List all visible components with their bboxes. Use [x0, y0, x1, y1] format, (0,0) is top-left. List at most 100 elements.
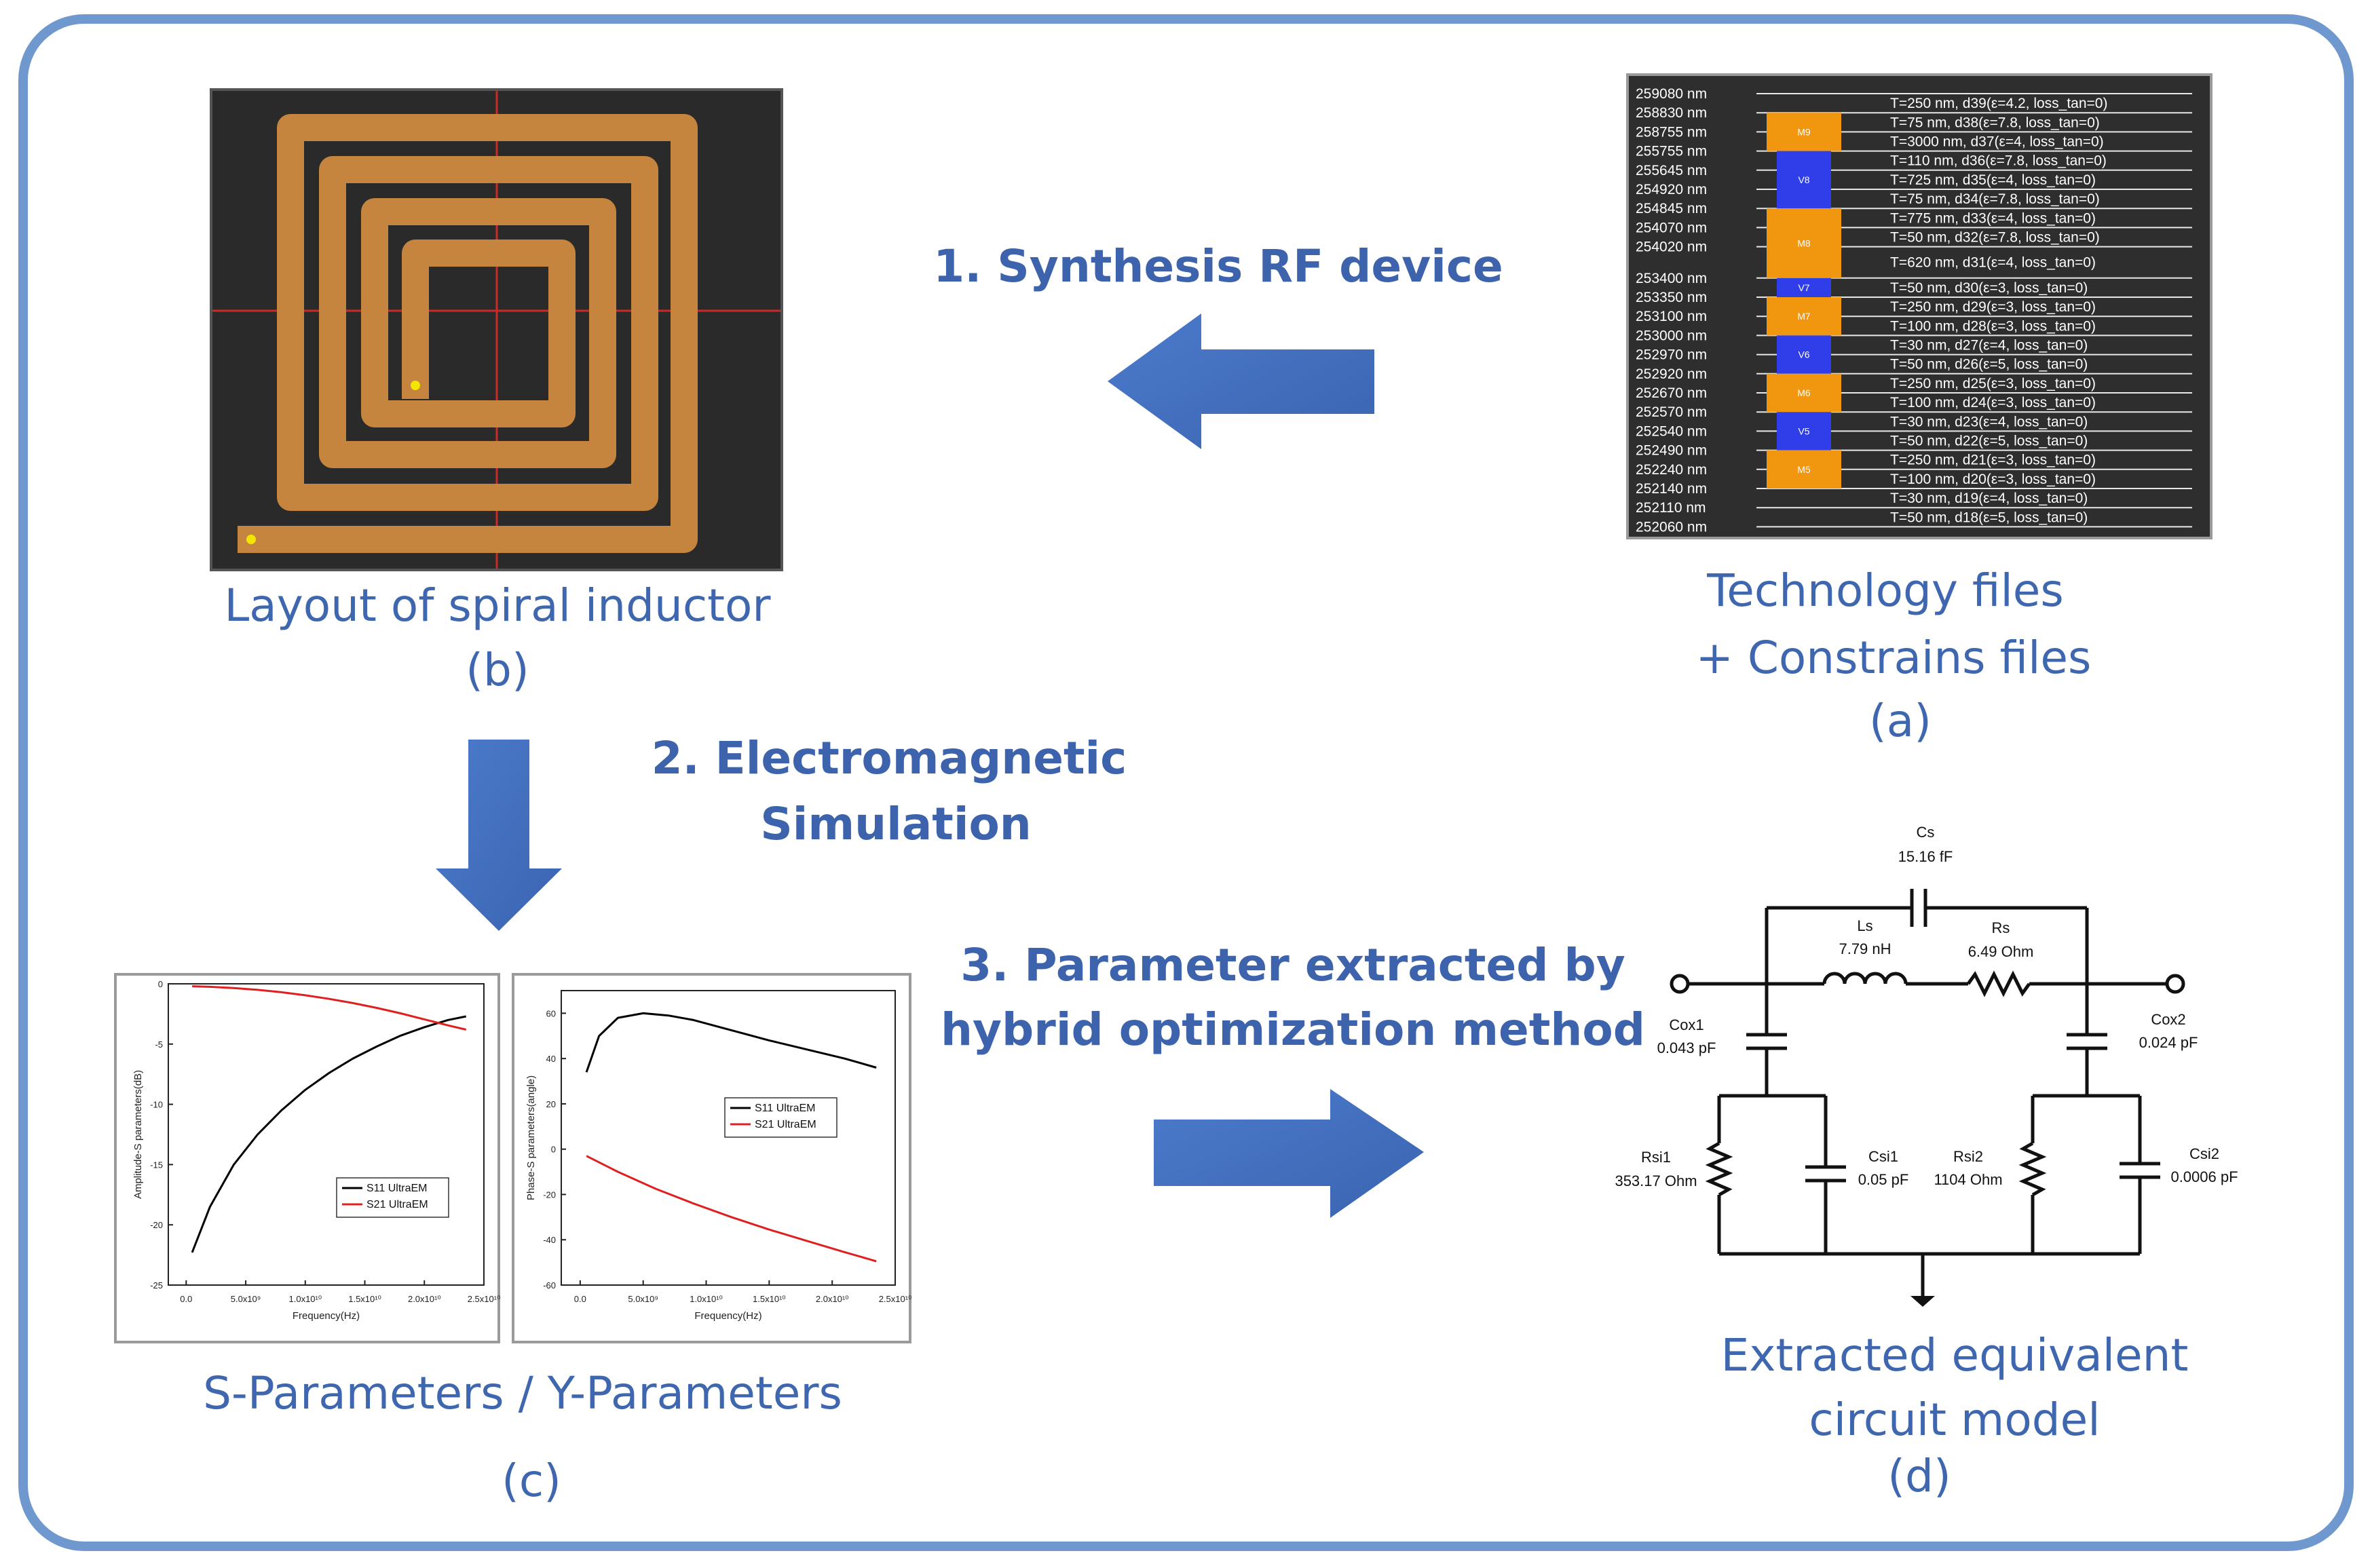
y-tick-label: -60: [543, 1280, 556, 1290]
x-tick-label: 5.0x10⁹: [231, 1294, 261, 1304]
stack-block-v6: [1777, 335, 1831, 374]
stack-level-label: 253400 nm: [1636, 271, 1707, 286]
stack-level-label: 255645 nm: [1636, 163, 1707, 178]
label-csi2-value: 0.0006 pF: [2170, 1168, 2238, 1185]
stack-level-label: 254920 nm: [1636, 182, 1707, 197]
y-tick-label: -15: [150, 1160, 163, 1170]
y-tick-label: 0: [158, 979, 163, 989]
y-tick-label: 40: [546, 1054, 556, 1064]
stack-level-label: 254845 nm: [1636, 201, 1707, 216]
layout-panel: [210, 88, 783, 571]
inductor-ls: [1822, 972, 1908, 984]
y-axis-label: Amplitude-S parameters(dB): [132, 1070, 144, 1199]
x-tick-label: 2.5x10¹⁰: [879, 1294, 912, 1304]
series-line-2: [192, 985, 467, 1031]
stack-layer-label: T=30 nm, d27(ε=4, loss_tan=0): [1890, 338, 2088, 353]
x-tick-label: 1.5x10¹⁰: [348, 1294, 381, 1304]
stack-layer-label: T=50 nm, d22(ε=5, loss_tan=0): [1890, 434, 2088, 449]
x-tick-label: 0.0: [180, 1294, 192, 1304]
stack-level-label: 254070 nm: [1636, 220, 1707, 235]
stack-layer-label: T=620 nm, d31(ε=4, loss_tan=0): [1890, 255, 2096, 271]
caption-layout-line1: Layout of spiral inductor: [224, 579, 771, 632]
legend-label: S21 UltraEM: [366, 1199, 428, 1210]
x-tick-label: 1.0x10¹⁰: [690, 1294, 723, 1304]
label-csi1-value: 0.05 pF: [1858, 1171, 1909, 1188]
legend-box: [336, 1177, 449, 1218]
arrow-left: [1108, 313, 1374, 449]
stack-level-label: 253000 nm: [1636, 328, 1707, 343]
stack-layer-label: T=50 nm, d30(ε=3, loss_tan=0): [1890, 280, 2088, 296]
legend-label: S21 UltraEM: [755, 1119, 816, 1130]
stack-level-label: 254020 nm: [1636, 240, 1707, 255]
stack-layer-label: T=250 nm, d29(ε=3, loss_tan=0): [1890, 299, 2096, 315]
label-csi1-name: Csi1: [1868, 1148, 1898, 1165]
step2-label-line1: 2. Electromagnetic: [652, 732, 1127, 784]
y-tick-label: 20: [546, 1099, 556, 1109]
stack-block-m9: [1767, 113, 1841, 151]
stack-block-v7: [1777, 278, 1831, 297]
plot-area: [168, 983, 485, 1286]
label-rs-value: 6.49 Ohm: [1968, 943, 2034, 960]
stack-layer-label: T=75 nm, d34(ε=7.8, loss_tan=0): [1890, 191, 2100, 207]
caption-layout-tag: (b): [466, 644, 529, 696]
stack-level-label: 252970 nm: [1636, 347, 1707, 363]
stack-block-label: M5: [1797, 464, 1811, 475]
step1-label: 1. Synthesis RF device: [933, 240, 1503, 292]
stack-level-label: 252570 nm: [1636, 404, 1707, 420]
caption-tech-line2: + Constrains files: [1696, 632, 2092, 684]
stack-block-m5: [1767, 450, 1841, 489]
y-tick-label: -20: [543, 1189, 556, 1200]
series-line-2: [586, 1155, 877, 1263]
y-tick-label: -5: [155, 1039, 163, 1050]
stack-level-label: 252490 nm: [1636, 443, 1707, 459]
y-tick-label: 60: [546, 1008, 556, 1018]
stack-level-label: 252060 nm: [1636, 519, 1707, 535]
stack-layer-label: T=75 nm, d38(ε=7.8, loss_tan=0): [1890, 115, 2100, 130]
equivalent-circuit: [1670, 889, 2185, 1307]
port-marker-inner: [411, 381, 420, 390]
x-tick-label: 5.0x10⁹: [628, 1294, 658, 1304]
caption-circuit-line1: Extracted equivalent: [1721, 1329, 2189, 1381]
spiral-trace: [238, 114, 698, 553]
label-cs-value: 15.16 fF: [1898, 848, 1953, 865]
stack-block-m8: [1767, 208, 1841, 278]
y-axis-label: Phase-S parameters(angle): [525, 1075, 537, 1200]
stack-level-label: 255755 nm: [1636, 144, 1707, 159]
stack-block-label: M8: [1797, 238, 1811, 249]
legend-box: [724, 1097, 837, 1138]
stack-layer-label: T=50 nm, d26(ε=5, loss_tan=0): [1890, 357, 2088, 372]
stack-block-label: M9: [1797, 126, 1811, 137]
stack-level-label: 252920 nm: [1636, 366, 1707, 382]
stack-layer-label: T=100 nm, d28(ε=3, loss_tan=0): [1890, 318, 2096, 334]
stack-level-label: 252670 nm: [1636, 385, 1707, 401]
arrow-down: [436, 740, 562, 931]
stack-level-label: 252540 nm: [1636, 423, 1707, 439]
stack-block-label: M6: [1797, 387, 1811, 398]
stack-level-label: 252110 nm: [1636, 500, 1706, 516]
stack-layer-label: T=50 nm, d32(ε=7.8, loss_tan=0): [1890, 230, 2100, 246]
stack-layer-label: T=250 nm, d21(ε=3, loss_tan=0): [1890, 453, 2096, 468]
stack-layer-label: T=30 nm, d19(ε=4, loss_tan=0): [1890, 491, 2088, 506]
stack-level-label: 258755 nm: [1636, 124, 1707, 140]
series-line-1: [585, 1012, 877, 1073]
stack-block-label: V5: [1798, 425, 1809, 436]
stack-block-m6: [1767, 373, 1841, 413]
step2-label-line2: Simulation: [760, 798, 1032, 850]
label-rsi2-name: Rsi2: [1953, 1148, 1983, 1165]
stack-layer-label: T=50 nm, d18(ε=5, loss_tan=0): [1890, 510, 2088, 525]
port-right: [2165, 974, 2185, 994]
stack-level-label: 253350 nm: [1636, 290, 1707, 305]
stack-block-label: M7: [1797, 311, 1811, 322]
x-tick-label: 2.5x10¹⁰: [468, 1294, 501, 1304]
stack-block-v5: [1777, 412, 1831, 451]
stack-layer-label: T=775 nm, d33(ε=4, loss_tan=0): [1890, 210, 2096, 226]
caption-params-line1: S-Parameters / Y-Parameters: [203, 1367, 842, 1419]
caption-tech-line1: Technology files: [1706, 565, 2064, 617]
stack-level-label: 259080 nm: [1636, 86, 1707, 102]
label-cox1-name: Cox1: [1669, 1016, 1703, 1033]
legend-label: S11 UltraEM: [366, 1183, 428, 1194]
